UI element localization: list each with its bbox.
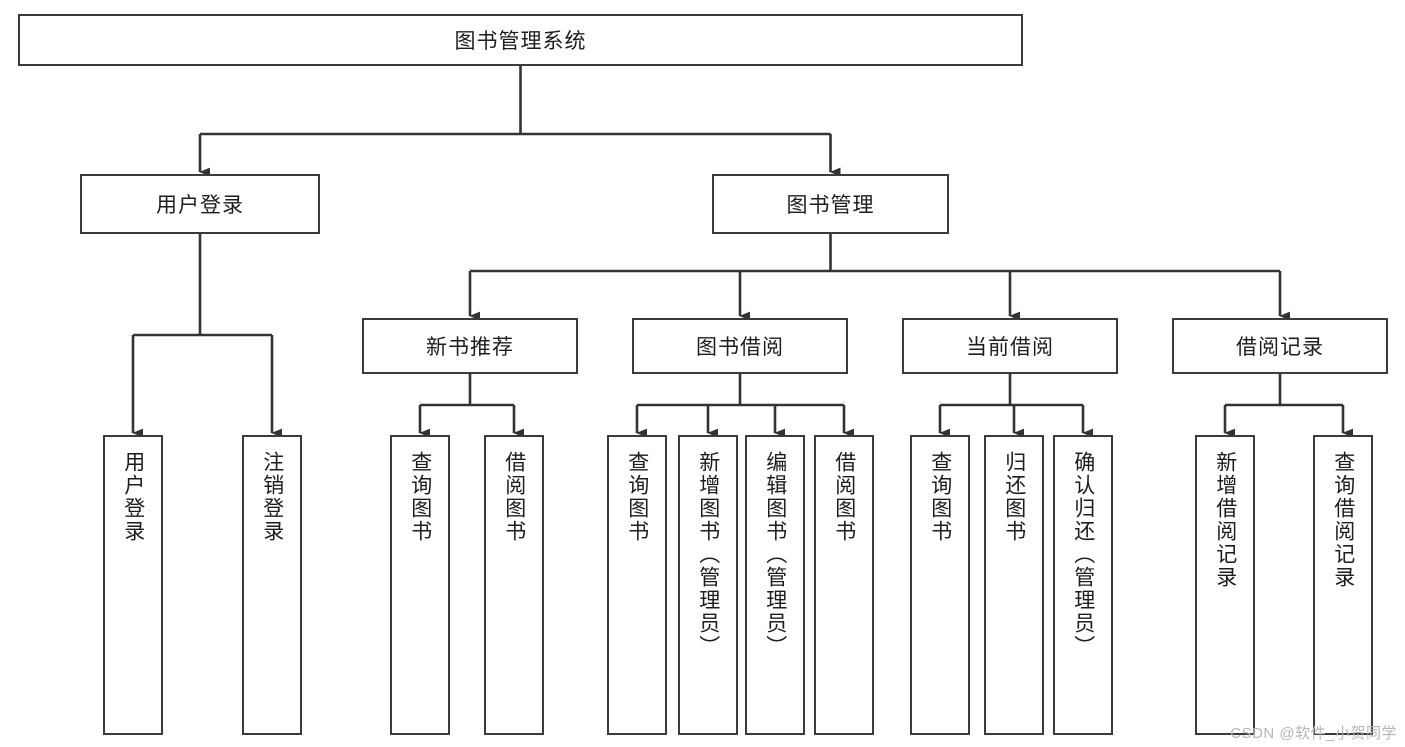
node-new-book-recommend[interactable]: 新书推荐 [362, 318, 578, 374]
node-leaf-edit-book[interactable]: 编辑图书（管理员） [745, 435, 805, 735]
node-label-wrap: 归还图书 [986, 451, 1042, 543]
node-leaf-query-book-2[interactable]: 查询图书 [607, 435, 667, 735]
node-label-wrap: 确认归还（管理员） [1055, 451, 1111, 658]
node-label-wrap: 新增图书（管理员） [680, 451, 736, 658]
node-label-wrap: 新增借阅记录 [1197, 451, 1253, 589]
node-book-borrow[interactable]: 图书借阅 [632, 318, 848, 374]
node-label: 当前借阅 [966, 336, 1054, 359]
node-leaf-query-record[interactable]: 查询借阅记录 [1313, 435, 1373, 735]
node-label-wrap: 查询图书 [609, 451, 665, 543]
node-label: 借阅记录 [1236, 336, 1324, 359]
node-leaf-return-book[interactable]: 归还图书 [984, 435, 1044, 735]
node-label-wrap: 借阅图书 [816, 451, 872, 543]
node-label: 查询图书 [928, 451, 952, 543]
node-book-manage[interactable]: 图书管理 [712, 174, 949, 234]
node-label-wrap: 注销登录 [244, 451, 300, 543]
node-label-wrap: 查询借阅记录 [1315, 451, 1371, 589]
node-label: 用户登录 [156, 194, 244, 217]
node-label: 图书借阅 [696, 336, 784, 359]
node-leaf-logout[interactable]: 注销登录 [242, 435, 302, 735]
node-label-wrap: 查询图书 [392, 451, 448, 543]
node-label: 归还图书 [1002, 451, 1026, 543]
node-label-wrap: 用户登录 [105, 451, 161, 543]
node-label: 借阅图书 [832, 451, 856, 543]
node-leaf-borrow-book-1[interactable]: 借阅图书 [484, 435, 544, 735]
node-current-borrow[interactable]: 当前借阅 [902, 318, 1118, 374]
node-leaf-add-book[interactable]: 新增图书（管理员） [678, 435, 738, 735]
node-label: 查询借阅记录 [1331, 451, 1355, 589]
node-label: 查询图书 [408, 451, 432, 543]
node-label: 编辑图书（管理员） [763, 451, 787, 658]
node-label-wrap: 编辑图书（管理员） [747, 451, 803, 658]
node-leaf-user-login[interactable]: 用户登录 [103, 435, 163, 735]
connector-lines [131, 66, 1354, 438]
node-label: 确认归还（管理员） [1071, 451, 1095, 658]
node-label: 注销登录 [260, 451, 284, 543]
node-leaf-query-book-1[interactable]: 查询图书 [390, 435, 450, 735]
node-label: 借阅图书 [502, 451, 526, 543]
node-leaf-query-book-3[interactable]: 查询图书 [910, 435, 970, 735]
node-borrow-record[interactable]: 借阅记录 [1172, 318, 1388, 374]
node-root[interactable]: 图书管理系统 [18, 14, 1023, 66]
node-label-wrap: 借阅图书 [486, 451, 542, 543]
node-label: 新增图书（管理员） [696, 451, 720, 658]
node-leaf-add-record[interactable]: 新增借阅记录 [1195, 435, 1255, 735]
node-leaf-borrow-book-2[interactable]: 借阅图书 [814, 435, 874, 735]
node-label: 新书推荐 [426, 336, 514, 359]
node-label: 图书管理系统 [454, 30, 587, 53]
node-label-wrap: 查询图书 [912, 451, 968, 543]
node-label: 图书管理 [786, 194, 875, 217]
node-label: 新增借阅记录 [1213, 451, 1237, 589]
node-label: 用户登录 [121, 451, 145, 543]
node-label: 查询图书 [625, 451, 649, 543]
node-leaf-confirm-return[interactable]: 确认归还（管理员） [1053, 435, 1113, 735]
node-user-login[interactable]: 用户登录 [80, 174, 320, 234]
watermark-text: CSDN @软件_小贺同学 [1230, 725, 1397, 742]
